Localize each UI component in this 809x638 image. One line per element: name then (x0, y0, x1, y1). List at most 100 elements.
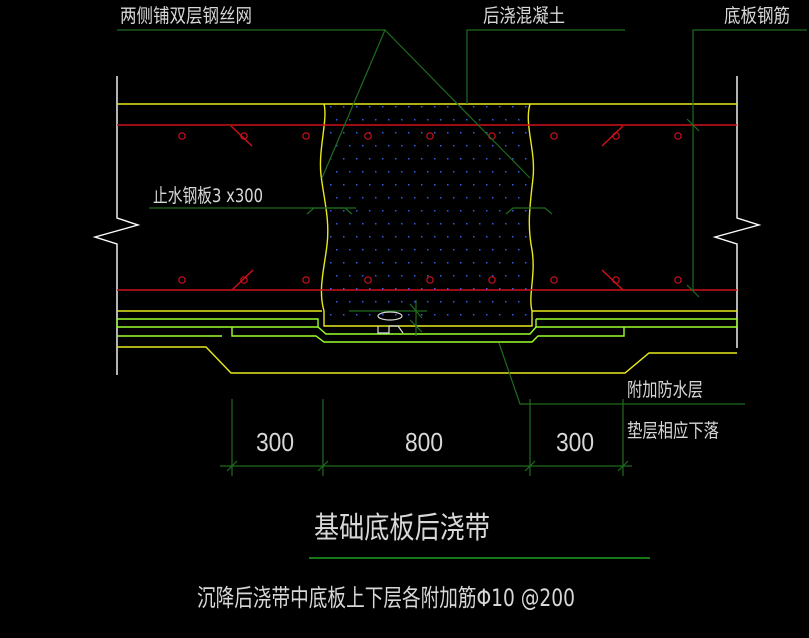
drawing-title: 基础底板后浇带 (314, 511, 490, 546)
waterproof-step-left (231, 327, 625, 343)
label-slab-rebar: 底板钢筋 (724, 5, 790, 27)
concrete-dot (466, 171, 468, 173)
concrete-dot (492, 301, 494, 303)
concrete-dot (466, 197, 468, 199)
concrete-fill (330, 106, 527, 316)
sealant-bead (377, 311, 403, 321)
concrete-dot (466, 223, 468, 225)
cushion-layer (117, 346, 737, 374)
concrete-dot (505, 171, 507, 173)
concrete-dot (414, 223, 416, 225)
concrete-dot (382, 314, 384, 316)
concrete-dot (479, 145, 481, 147)
sealant-base (377, 325, 404, 334)
concrete-dot (395, 106, 397, 108)
concrete-dot (499, 236, 501, 238)
concrete-dot (447, 236, 449, 238)
concrete-dot (336, 171, 338, 173)
concrete-dot (499, 106, 501, 108)
joint-mark-tick (409, 319, 423, 333)
concrete-dot (479, 119, 481, 121)
rebar-circle (178, 276, 186, 284)
concrete-dot (453, 249, 455, 251)
concrete-dot (466, 119, 468, 121)
concrete-dot (382, 288, 384, 290)
concrete-dot (382, 236, 384, 238)
concrete-dot (512, 158, 514, 160)
concrete-dot (356, 288, 358, 290)
concrete-dot (336, 301, 338, 303)
concrete-dot (369, 210, 371, 212)
right-break-line (712, 76, 762, 348)
concrete-dot (388, 301, 390, 303)
concrete-dot (486, 314, 488, 316)
concrete-dot (421, 158, 423, 160)
concrete-dot (401, 249, 403, 251)
concrete-dot (466, 275, 468, 277)
concrete-dot (356, 158, 358, 160)
rebar-leader-tick (686, 118, 700, 132)
concrete-dot (395, 210, 397, 212)
concrete-dot (427, 119, 429, 121)
concrete-dot (388, 223, 390, 225)
concrete-dot (349, 145, 351, 147)
concrete-dot (525, 314, 527, 316)
concrete-dot (479, 275, 481, 277)
concrete-dot (492, 249, 494, 251)
concrete-dot (408, 106, 410, 108)
concrete-dot (362, 197, 364, 199)
concrete-dot (427, 275, 429, 277)
concrete-dot (447, 184, 449, 186)
rebar-circle (364, 132, 372, 140)
rebar-leader-tick (686, 284, 700, 298)
concrete-dot (460, 158, 462, 160)
concrete-dot (330, 210, 332, 212)
waterproof-leader (498, 342, 745, 405)
concrete-dot (440, 249, 442, 251)
concrete-dot (440, 301, 442, 303)
rebar-circle (426, 132, 434, 140)
concrete-dot (434, 106, 436, 108)
concrete-dot (505, 275, 507, 277)
concrete-dot (518, 275, 520, 277)
concrete-dot (525, 132, 527, 134)
concrete-dot (382, 184, 384, 186)
concrete-dot (414, 275, 416, 277)
concrete-dot (375, 145, 377, 147)
rebar-circle (612, 276, 620, 284)
label-post-cast-concrete: 后浇混凝土 (483, 5, 565, 27)
concrete-dot (336, 119, 338, 121)
concrete-dot (453, 301, 455, 303)
concrete-dot (343, 288, 345, 290)
concrete-dot (505, 249, 507, 251)
concrete-dot (440, 119, 442, 121)
concrete-dot (486, 262, 488, 264)
label-steel-mesh: 两侧铺双层钢丝网 (120, 5, 252, 27)
concrete-dot (421, 132, 423, 134)
concrete-dot (492, 171, 494, 173)
concrete-dot (408, 314, 410, 316)
concrete-dot (440, 171, 442, 173)
concrete-dot (486, 236, 488, 238)
concrete-dot (440, 275, 442, 277)
dim-tick (524, 460, 536, 472)
concrete-leader (466, 29, 625, 104)
concrete-dot (336, 145, 338, 147)
concrete-dot (453, 171, 455, 173)
concrete-dot (408, 158, 410, 160)
concrete-dot (362, 301, 364, 303)
concrete-dot (473, 106, 475, 108)
concrete-dot (518, 301, 520, 303)
concrete-dot (336, 275, 338, 277)
concrete-dot (382, 106, 384, 108)
concrete-dot (414, 145, 416, 147)
concrete-dot (414, 197, 416, 199)
concrete-dot (382, 158, 384, 160)
concrete-dot (512, 288, 514, 290)
concrete-dot (453, 223, 455, 225)
concrete-dot (460, 314, 462, 316)
concrete-dot (388, 145, 390, 147)
concrete-dot (382, 210, 384, 212)
steel-mesh-leader-2 (384, 29, 531, 179)
concrete-dot (388, 197, 390, 199)
